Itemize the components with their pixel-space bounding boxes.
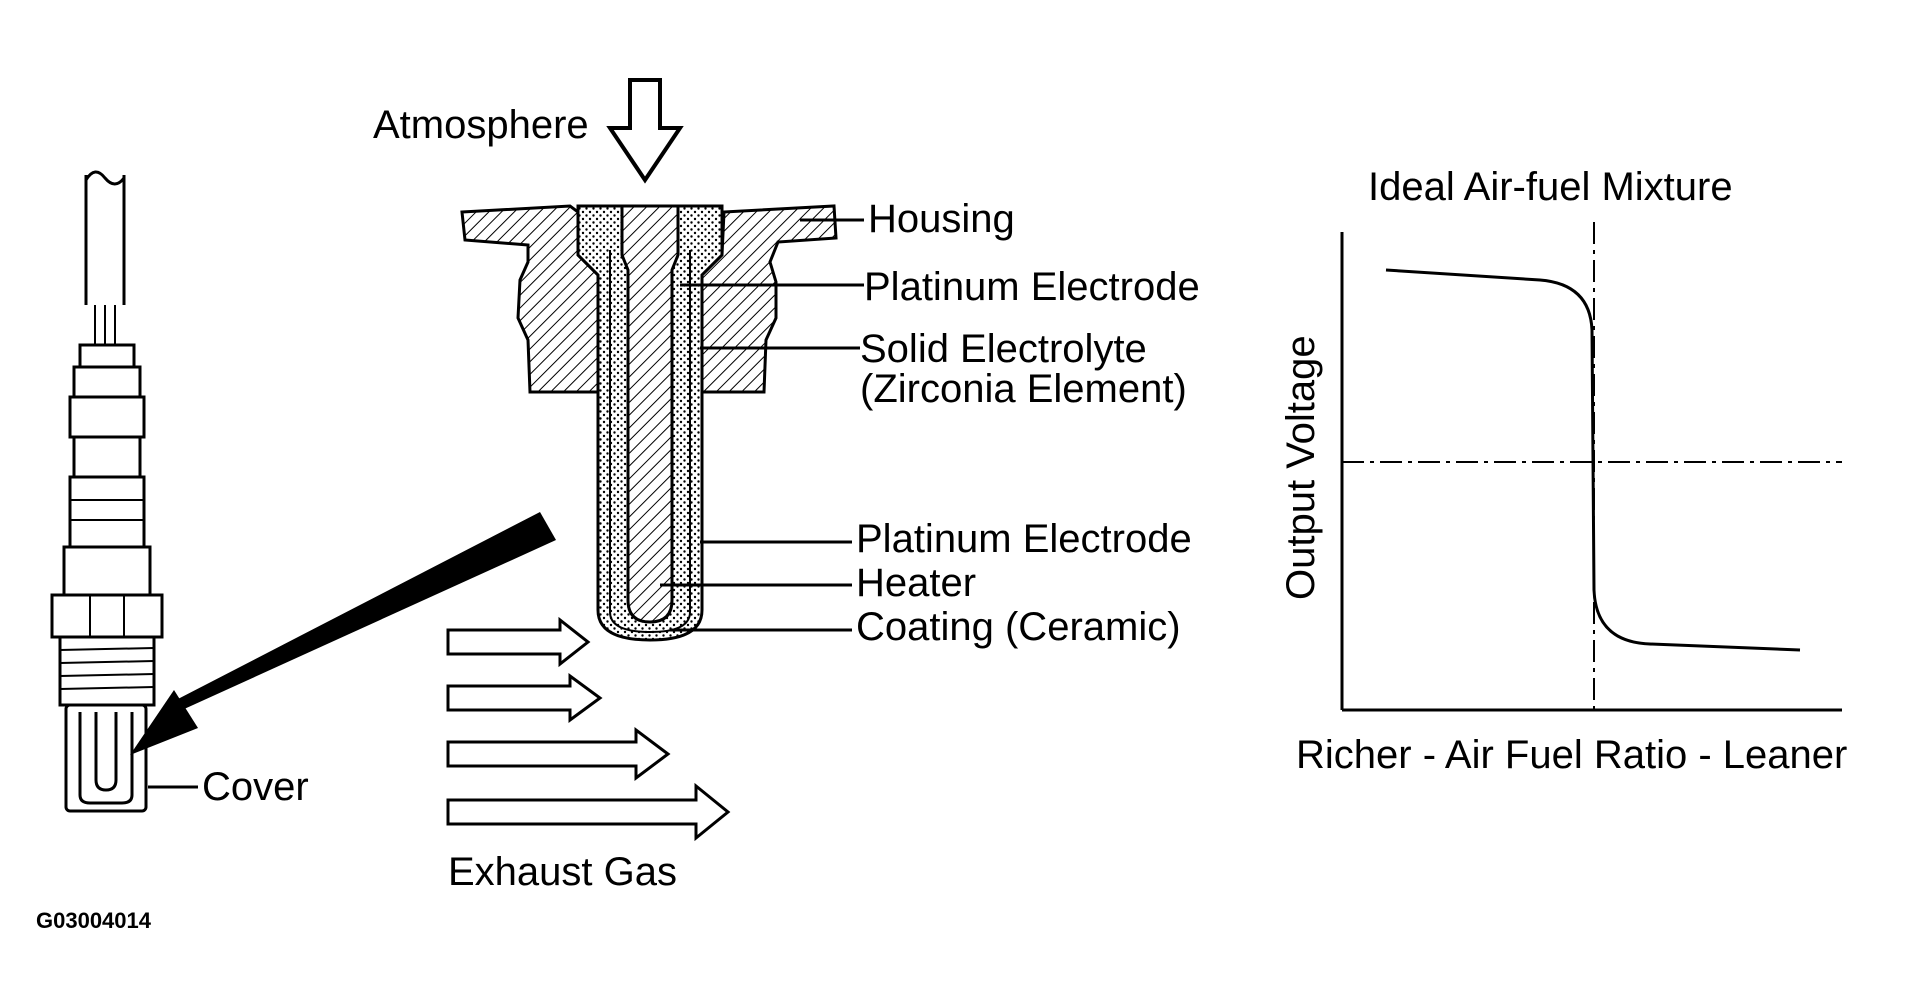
sensor-ring-1 bbox=[78, 343, 136, 369]
sensor-element-tip bbox=[94, 712, 118, 792]
voltage-curve bbox=[1385, 268, 1801, 652]
sensor-cable-end bbox=[84, 170, 126, 186]
sensor-collar bbox=[62, 545, 152, 597]
cover-label: Cover bbox=[202, 765, 309, 809]
sensor-thread-lines bbox=[59, 647, 155, 690]
platinum-electrode-inner-label: Platinum Electrode bbox=[856, 517, 1192, 561]
sensor-nut-facets bbox=[89, 595, 125, 637]
sensor-thread bbox=[58, 635, 156, 707]
graph-x-label: Richer - Air Fuel Ratio - Leaner bbox=[1296, 733, 1847, 777]
sensor-ring-3 bbox=[68, 395, 146, 439]
coating-label: Coating (Ceramic) bbox=[856, 605, 1181, 649]
heater-core bbox=[620, 204, 680, 624]
sensor-wires bbox=[94, 305, 116, 345]
atmosphere-arrow bbox=[606, 78, 684, 184]
platinum-electrode-inner-outline bbox=[609, 250, 691, 634]
exhaust-arrow-2 bbox=[446, 673, 603, 723]
output-voltage-graph: Ideal Air-fuel Mixture Output Voltage Ri… bbox=[1279, 165, 1847, 777]
sensor-ring-4 bbox=[72, 435, 142, 479]
pointer-arrow bbox=[130, 512, 556, 755]
exhaust-arrow-1 bbox=[446, 616, 591, 668]
sensor-cover-inner bbox=[78, 712, 134, 805]
graph-y-label: Output Voltage bbox=[1279, 335, 1323, 600]
exhaust-arrow-3 bbox=[446, 727, 671, 781]
sensor-cover bbox=[64, 703, 148, 813]
figure-id: G03004014 bbox=[36, 908, 152, 933]
sensor-body-lines bbox=[70, 499, 144, 521]
oxygen-sensor-illustration bbox=[50, 170, 164, 813]
sensor-ring-2 bbox=[72, 365, 142, 399]
sensor-cross-section bbox=[460, 204, 838, 642]
housing-label: Housing bbox=[868, 197, 1015, 241]
solid-electrolyte-label: Solid Electrolyte bbox=[860, 327, 1147, 371]
exhaust-gas-arrows bbox=[446, 616, 731, 842]
graph-title: Ideal Air-fuel Mixture bbox=[1368, 165, 1733, 209]
sensor-cable bbox=[84, 175, 126, 305]
exhaust-gas-label: Exhaust Gas bbox=[448, 850, 677, 894]
sensor-hex-nut bbox=[50, 593, 164, 639]
sensor-body bbox=[68, 475, 146, 549]
leader-lines bbox=[660, 218, 864, 632]
atmosphere-label: Atmosphere bbox=[373, 103, 589, 147]
platinum-electrode-outer-label: Platinum Electrode bbox=[864, 265, 1200, 309]
zirconia-element-label: (Zirconia Element) bbox=[860, 367, 1187, 411]
exhaust-arrow-4 bbox=[446, 782, 731, 842]
heater-label: Heater bbox=[856, 561, 976, 605]
